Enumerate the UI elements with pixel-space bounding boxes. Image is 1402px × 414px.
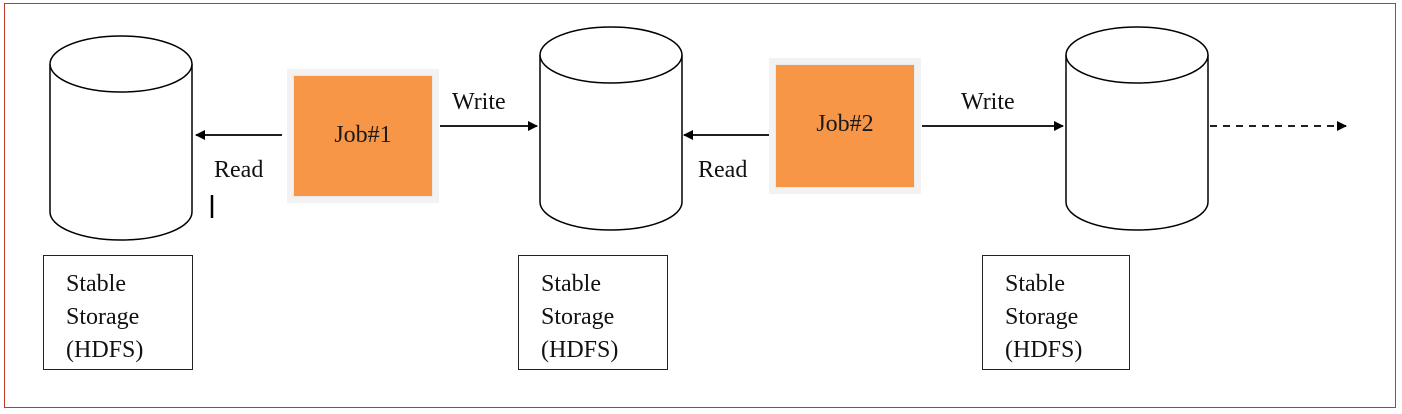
cylinder-icon (539, 26, 683, 231)
write-label-2: Write (961, 89, 1015, 115)
job-1-box: Job#1 (287, 69, 439, 203)
read-label-1: Read (214, 157, 264, 183)
job-2-label: Job#2 (816, 111, 874, 137)
storage-line-1: Stable (1005, 271, 1065, 297)
cylinder-icon (49, 35, 193, 241)
read-label-2: Read (698, 157, 748, 183)
storage-line-3: (HDFS) (66, 337, 144, 363)
job-2-box: Job#2 (769, 58, 921, 194)
write-label-1: Write (452, 89, 506, 115)
diagram-frame (4, 3, 1396, 408)
storage-box-1: Stable Storage (HDFS) (43, 255, 193, 370)
storage-box-3: Stable Storage (HDFS) (982, 255, 1130, 370)
storage-line-2: Storage (1005, 304, 1079, 330)
job-1-label: Job#1 (334, 122, 392, 148)
storage-line-3: (HDFS) (1005, 337, 1083, 363)
storage-line-1: Stable (541, 271, 601, 297)
storage-line-2: Storage (66, 304, 140, 330)
storage-line-2: Storage (541, 304, 615, 330)
storage-line-3: (HDFS) (541, 337, 619, 363)
cylinder-icon (1065, 26, 1209, 231)
storage-line-1: Stable (66, 271, 126, 297)
storage-box-2: Stable Storage (HDFS) (518, 255, 668, 370)
